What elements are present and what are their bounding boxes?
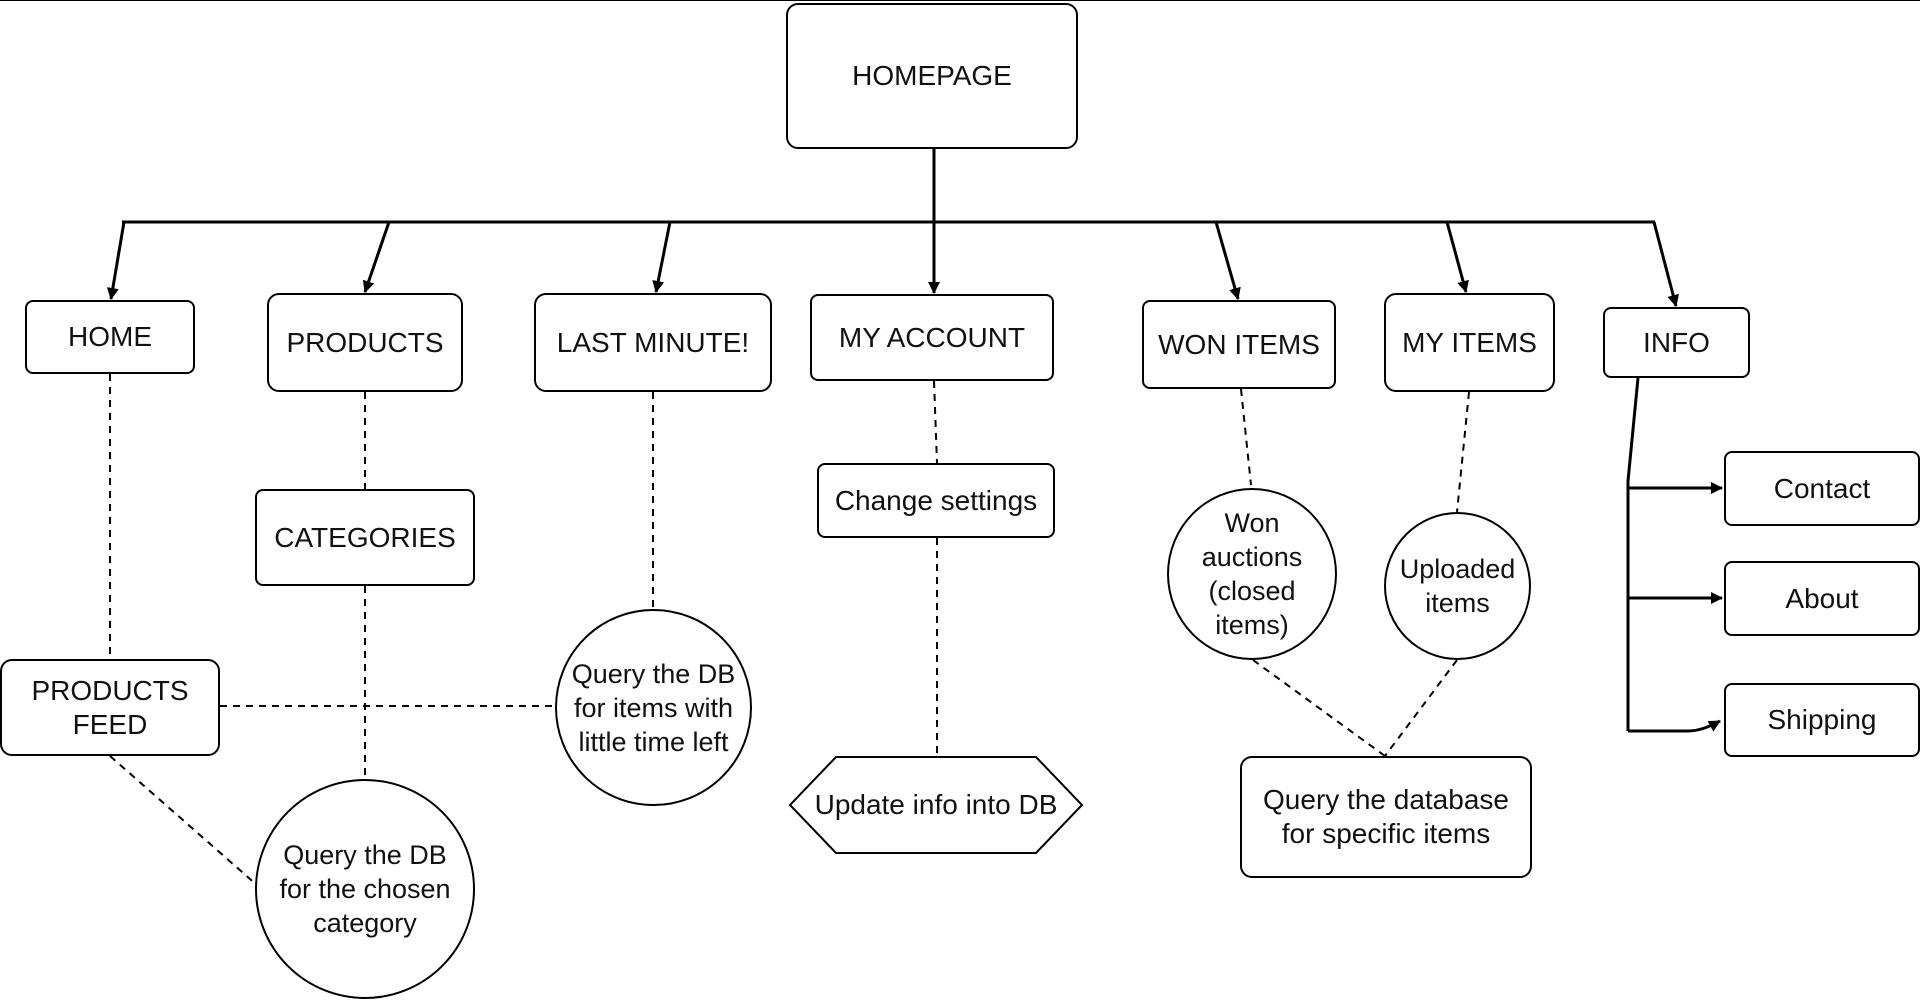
won-items-node: WON ITEMS	[1142, 300, 1336, 389]
about-node: About	[1724, 561, 1920, 636]
won-auctions-label: Won auctions (closed items)	[1201, 508, 1303, 640]
change-settings-node: Change settings	[817, 463, 1055, 538]
hexagon-shape	[788, 756, 1084, 854]
shipping-label: Shipping	[1767, 704, 1877, 735]
uploaded-items-label: Uploaded items	[1399, 554, 1516, 618]
query-time-left-label: Query the DB for items with little time …	[571, 658, 736, 757]
last-minute-node: LAST MINUTE!	[534, 293, 772, 392]
products-node: PRODUCTS	[267, 293, 463, 392]
contact-label: Contact	[1773, 472, 1871, 504]
uploaded-items-node: Uploaded items	[1384, 512, 1531, 660]
homepage-node: HOMEPAGE	[786, 3, 1078, 149]
change-settings-label: Change settings	[834, 484, 1038, 516]
query-specific-node: Query the database for specific items	[1240, 756, 1532, 878]
my-account-label: MY ACCOUNT	[838, 321, 1026, 353]
products-label: PRODUCTS	[286, 326, 444, 358]
my-items-node: MY ITEMS	[1384, 293, 1555, 392]
home-node: HOME	[25, 300, 195, 374]
info-node: INFO	[1603, 307, 1750, 378]
query-category-label: Query the DB for the chosen category	[279, 840, 451, 938]
about-label: About	[1785, 582, 1859, 614]
query-time-left-node: Query the DB for items with little time …	[555, 609, 752, 806]
query-category-node: Query the DB for the chosen category	[255, 779, 475, 999]
won-items-label: WON ITEMS	[1158, 328, 1320, 360]
home-label: HOME	[68, 321, 152, 352]
contact-node: Contact	[1724, 451, 1920, 526]
info-label: INFO	[1643, 326, 1710, 358]
categories-label: CATEGORIES	[274, 521, 456, 553]
products-feed-node: PRODUCTS FEED	[0, 659, 220, 756]
last-minute-label: LAST MINUTE!	[556, 326, 750, 358]
update-info-label: Update info into DB	[814, 789, 1058, 820]
my-items-label: MY ITEMS	[1402, 326, 1537, 358]
won-auctions-node: Won auctions (closed items)	[1167, 488, 1337, 660]
query-specific-label: Query the database for specific items	[1263, 784, 1509, 849]
update-info-node: Update info into DB	[788, 756, 1084, 854]
categories-node: CATEGORIES	[255, 489, 475, 586]
homepage-label: HOMEPAGE	[852, 60, 1012, 91]
my-account-node: MY ACCOUNT	[810, 294, 1054, 381]
products-feed-label: PRODUCTS FEED	[31, 674, 189, 740]
shipping-node: Shipping	[1724, 683, 1920, 757]
